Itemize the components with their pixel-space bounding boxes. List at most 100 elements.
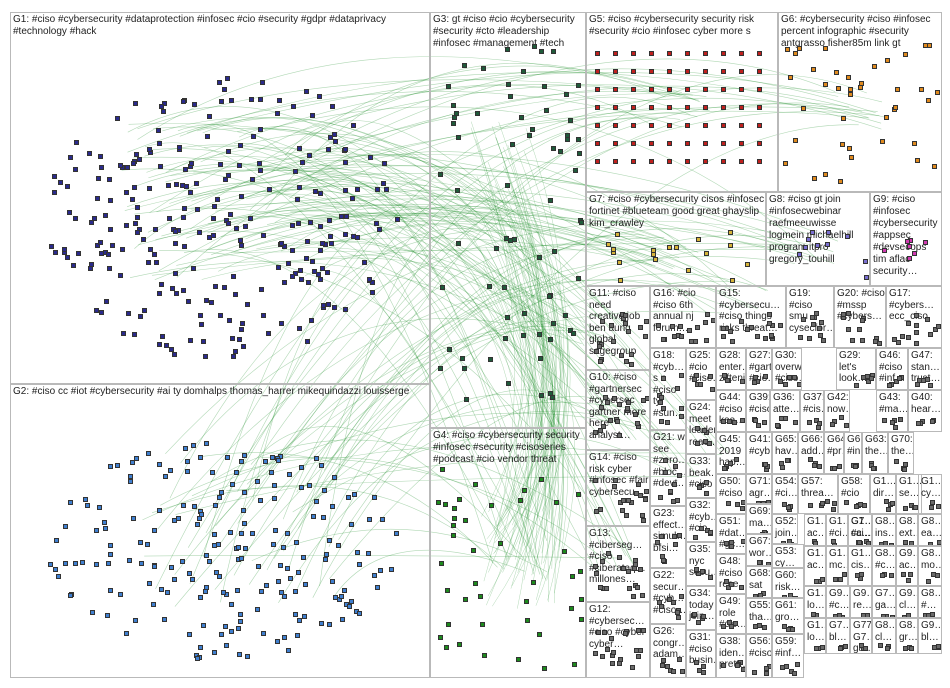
network-node <box>516 657 521 662</box>
network-node <box>319 463 324 468</box>
group-panel-g20: G20: #ciso #mssp #cybers… <box>834 286 886 348</box>
network-node <box>613 141 618 146</box>
group-label: G14: #ciso risk cyber #infosec #fair cyb… <box>589 452 649 498</box>
network-node <box>815 243 820 248</box>
network-node <box>99 310 104 315</box>
network-node <box>463 518 468 523</box>
network-node <box>241 344 246 349</box>
network-node <box>125 165 130 170</box>
network-node <box>721 334 726 339</box>
network-node <box>115 116 120 121</box>
network-node <box>320 241 325 246</box>
network-node <box>679 406 684 411</box>
network-node <box>597 344 602 349</box>
network-node <box>462 366 467 371</box>
group-label: G68: sat <box>749 568 771 591</box>
network-node <box>157 291 162 296</box>
group-label: G39: #ciso <box>749 392 769 415</box>
network-node <box>245 654 250 659</box>
network-node <box>850 338 855 343</box>
group-label: G1… dir… <box>873 476 895 499</box>
network-node <box>295 197 300 202</box>
group-panel-g7c: G7… bl… <box>826 618 850 654</box>
group-panel-g2: G2: #ciso cc #iot #cybersecurity #ai ty … <box>10 384 430 678</box>
network-node <box>726 501 731 506</box>
network-node <box>438 635 443 640</box>
network-node <box>355 187 360 192</box>
network-node <box>914 341 919 346</box>
network-node <box>521 333 526 338</box>
network-node <box>322 488 327 493</box>
network-node <box>310 259 315 264</box>
network-node <box>863 646 868 651</box>
network-node <box>757 51 762 56</box>
group-panel-g8h: G8… #… <box>918 586 942 618</box>
network-node <box>635 421 640 426</box>
network-node <box>696 620 701 625</box>
network-node <box>293 589 298 594</box>
network-node <box>626 498 631 503</box>
network-node <box>676 615 681 620</box>
network-node <box>279 321 284 326</box>
network-node <box>447 347 452 352</box>
network-node <box>314 456 319 461</box>
network-node <box>106 561 111 566</box>
network-node <box>694 373 699 378</box>
network-node <box>199 512 204 517</box>
network-node <box>318 277 323 282</box>
network-node <box>898 417 903 422</box>
network-node <box>395 217 400 222</box>
network-node <box>925 317 930 322</box>
network-node <box>328 135 333 140</box>
network-node <box>906 321 911 326</box>
network-node <box>703 123 708 128</box>
network-node <box>631 123 636 128</box>
group-panel-g6: G6: #cybersecurity #ciso #infosec percen… <box>778 12 942 192</box>
network-node <box>327 622 332 627</box>
network-node <box>259 589 264 594</box>
network-node <box>900 334 905 339</box>
network-node <box>613 105 618 110</box>
network-node <box>576 276 581 281</box>
network-node <box>661 558 666 563</box>
network-node <box>679 414 684 419</box>
network-node <box>602 630 607 635</box>
network-node <box>275 639 280 644</box>
network-node <box>258 168 263 173</box>
network-node <box>261 631 266 636</box>
network-node <box>71 263 76 268</box>
network-node <box>242 521 247 526</box>
network-node <box>451 523 456 528</box>
network-node <box>186 299 191 304</box>
group-label: G66: add… <box>801 434 823 457</box>
network-node <box>187 632 192 637</box>
network-node <box>357 562 362 567</box>
group-panel-g30: G30: overw… #ciso… <box>772 348 802 390</box>
network-node <box>250 531 255 536</box>
network-node <box>807 420 812 425</box>
network-node <box>599 405 604 410</box>
network-node <box>181 99 186 104</box>
network-node <box>452 516 457 521</box>
network-node <box>810 230 815 235</box>
network-node <box>108 588 113 593</box>
network-node <box>68 593 73 598</box>
network-node <box>303 582 308 587</box>
network-node <box>299 465 304 470</box>
network-node <box>285 531 290 536</box>
network-node <box>162 617 167 622</box>
network-node <box>923 240 928 245</box>
network-node <box>552 249 557 254</box>
network-node <box>76 251 81 256</box>
group-panel-g28: G28: enter… zifteni… <box>716 348 746 390</box>
network-node <box>319 621 324 626</box>
group-panel-g70: G70: the… <box>888 432 914 474</box>
network-node <box>661 406 666 411</box>
group-panel-g1h: G1… cis… <box>848 546 872 586</box>
network-node <box>667 245 672 250</box>
network-node <box>212 204 217 209</box>
network-node <box>548 198 553 203</box>
group-panel-g24: G24: meet leader reac… <box>686 400 716 454</box>
group-panel-g56: G56: #ciso <box>746 634 772 678</box>
network-node <box>173 229 178 234</box>
